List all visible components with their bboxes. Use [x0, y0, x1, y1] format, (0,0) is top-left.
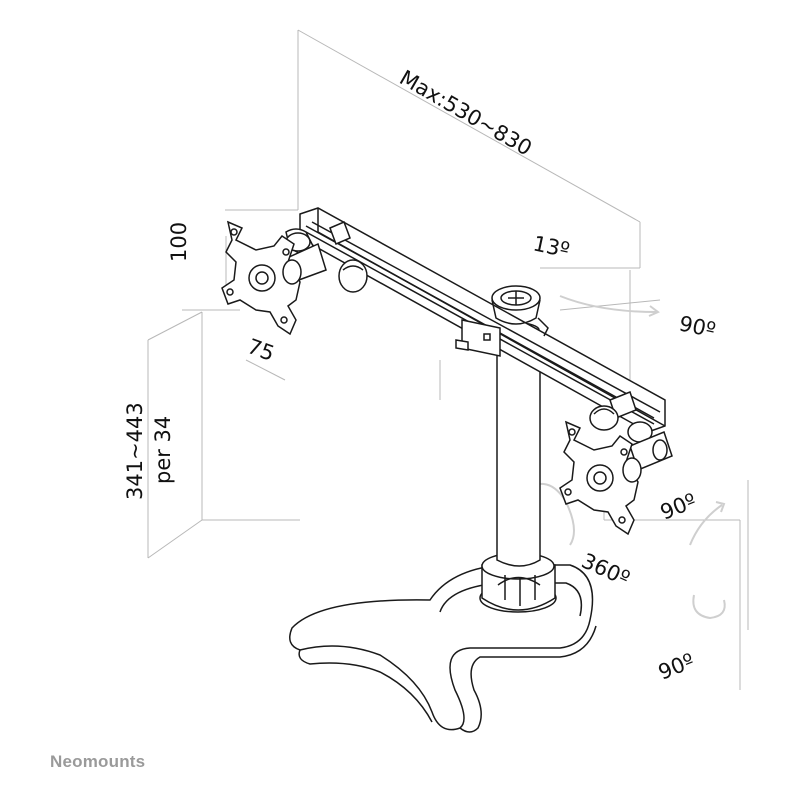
- pivot-arc-icon: [692, 594, 726, 620]
- dimension-guides: [147, 29, 749, 690]
- crossbar: [299, 207, 666, 433]
- swivel-arrowhead-icon: [648, 305, 660, 317]
- swivel-right-label: 90º: [677, 311, 718, 342]
- mount-vertical-label: 100: [167, 222, 191, 262]
- crossbar-clamp: [461, 319, 501, 357]
- left-monitor-mount: [221, 220, 327, 336]
- rotate-arrowhead-icon: [715, 501, 726, 513]
- rotate-right-label: 90º: [657, 489, 700, 525]
- mount-horizontal-label: 75: [244, 334, 277, 366]
- width-range-label: Max:530~830: [396, 66, 536, 161]
- height-range-label: 341~443: [123, 402, 147, 500]
- crossbar-knob: [338, 259, 368, 293]
- height-step-label: per 34: [151, 416, 175, 484]
- tilt-label: 13º: [531, 231, 572, 262]
- swivel-arc-icon: [559, 295, 657, 313]
- brand-wordmark: Neomounts: [50, 752, 146, 771]
- right-monitor-mount: [559, 405, 673, 536]
- rotate-arc-icon: [689, 504, 723, 546]
- pivot-bottom-label: 90º: [655, 649, 698, 685]
